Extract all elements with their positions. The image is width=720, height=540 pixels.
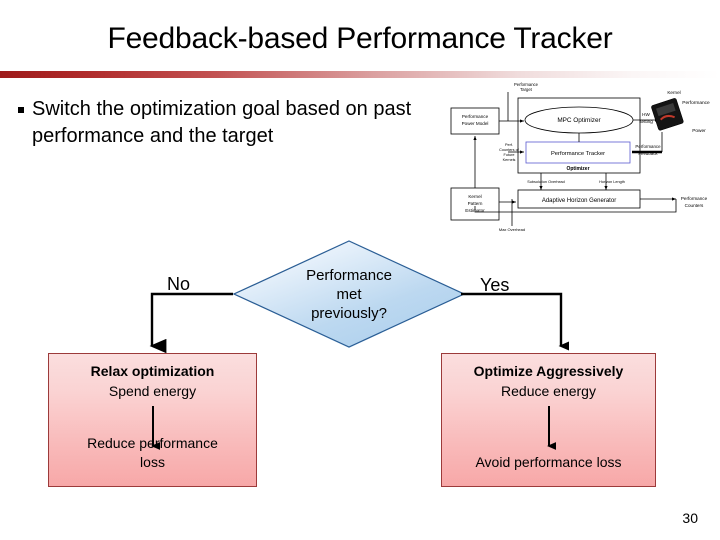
svg-text:Performance: Performance (682, 100, 710, 106)
downward-arrow-icon (546, 406, 556, 452)
square-bullet-icon (18, 107, 24, 113)
decision-label: Performance met previously? (306, 267, 392, 322)
svg-text:Performance Tracker: Performance Tracker (551, 151, 605, 157)
svg-text:Optimizer: Optimizer (566, 166, 589, 172)
connector-no (149, 292, 233, 354)
downward-arrow-icon (150, 406, 160, 452)
outcome-heading: Relax optimization (90, 363, 215, 379)
outcome-result: Reduce performance loss (87, 435, 218, 470)
bullet-text: Switch the optimization goal based on pa… (32, 98, 412, 147)
outcome-subtext: Reduce energy (501, 383, 596, 399)
svg-text:Performance: Performance (681, 196, 708, 201)
svg-text:Horizon Length: Horizon Length (599, 180, 625, 184)
svg-text:Target: Target (520, 87, 532, 92)
outcome-box-relax: Relax optimization Spend energy Reduce p… (48, 353, 257, 487)
svg-text:Performance: Performance (462, 114, 489, 119)
svg-text:Subsolution Overhead: Subsolution Overhead (527, 180, 565, 184)
svg-text:Kernels: Kernels (503, 158, 516, 162)
svg-text:setting: setting (639, 119, 653, 124)
outcome-box-aggressive: Optimize Aggressively Reduce energy Avoi… (441, 353, 656, 487)
svg-text:MPC Optimizer: MPC Optimizer (557, 117, 601, 124)
svg-text:Pattern: Pattern (468, 201, 483, 206)
outcome-result: Avoid performance loss (475, 454, 622, 470)
svg-text:Feedback: Feedback (638, 151, 658, 156)
svg-text:Kernel: Kernel (468, 194, 481, 199)
title-divider-rule (0, 71, 720, 78)
svg-text:Perf.: Perf. (505, 143, 513, 147)
svg-text:Power: Power (692, 128, 706, 134)
svg-text:Counters: Counters (685, 203, 704, 208)
svg-text:Performance: Performance (635, 144, 661, 149)
branch-label-no: No (167, 274, 191, 294)
connector-yes (461, 292, 569, 354)
svg-text:HW: HW (642, 112, 650, 117)
outcome-subtext: Spend energy (108, 383, 197, 399)
svg-text:Adaptive Horizon Generator: Adaptive Horizon Generator (542, 198, 616, 204)
bullet-list: Switch the optimization goal based on pa… (18, 96, 430, 150)
svg-text:Kernel: Kernel (667, 90, 680, 95)
mpc-optimizer-block-diagram: Performance Power Model MPC Optimizer Pe… (446, 80, 714, 232)
outcome-heading: Optimize Aggressively (473, 363, 624, 379)
svg-text:Performance: Performance (514, 82, 539, 87)
svg-text:Power Model: Power Model (462, 121, 489, 126)
branch-label-yes: Yes (480, 275, 510, 295)
svg-text:Estimator: Estimator (465, 208, 485, 213)
decision-diamond: Performance met previously? (233, 240, 465, 348)
decision-diamond-outline (233, 240, 465, 348)
list-item: Switch the optimization goal based on pa… (18, 96, 430, 150)
page-number: 30 (682, 510, 698, 526)
svg-text:Future: Future (504, 153, 515, 157)
svg-text:Counters of: Counters of (499, 148, 520, 152)
page-title: Feedback-based Performance Tracker (107, 22, 613, 55)
svg-text:Max Overhead: Max Overhead (499, 227, 525, 232)
